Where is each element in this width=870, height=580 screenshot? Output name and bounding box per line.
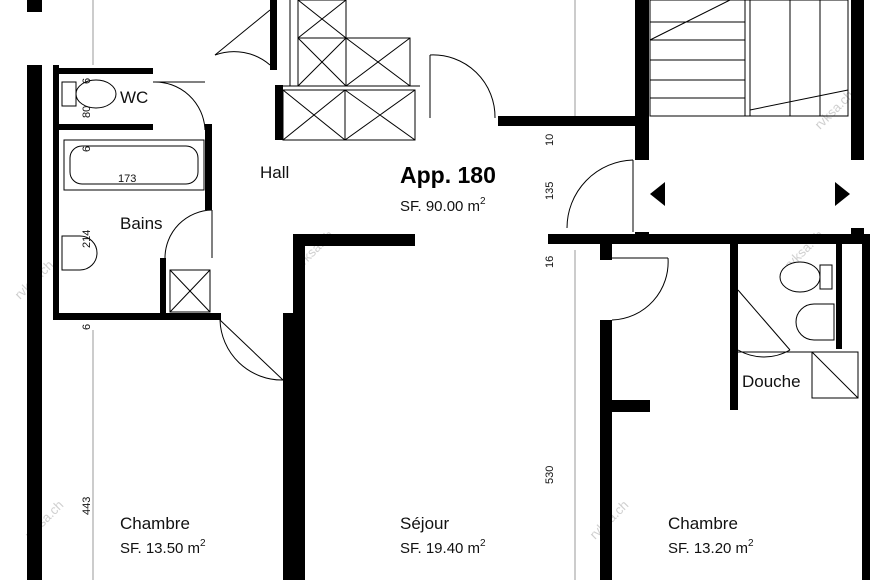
- apartment-title: App. 180: [400, 162, 496, 188]
- room-label-bains: Bains: [120, 214, 163, 233]
- doors: [152, 9, 791, 381]
- storage-cabinets: [169, 0, 420, 313]
- room-label-douche: Douche: [742, 372, 801, 391]
- dimension-label: 80: [81, 106, 93, 118]
- room-label-chambre-left: Chambre: [120, 514, 190, 533]
- watermark-text: rvksa.ch: [812, 87, 857, 132]
- room-label-sejour: Séjour: [400, 514, 449, 533]
- dimension-label: 530: [544, 466, 556, 484]
- dimension-label: 6: [81, 78, 93, 84]
- arrow-left-icon: [650, 182, 665, 206]
- apartment-area: SF. 90.00 m2: [400, 196, 486, 215]
- arrow-right-icon: [835, 182, 850, 206]
- room-label-chambre-right: Chambre: [668, 514, 738, 533]
- dimension-label: 173: [118, 173, 136, 185]
- fixtures: [61, 79, 859, 399]
- room-area-chambre-right: SF. 13.20 m2: [668, 538, 754, 557]
- dimension-label: 6: [81, 146, 93, 152]
- dimension-label: 443: [81, 497, 93, 515]
- staircase: [649, 0, 849, 117]
- dimension-guides: [92, 0, 576, 580]
- dimension-label: 16: [544, 256, 556, 268]
- room-area-sejour: SF. 19.40 m2: [400, 538, 486, 557]
- dimension-label: 214: [81, 230, 93, 248]
- dimension-label: 6: [81, 324, 93, 330]
- room-area-chambre-left: SF. 13.50 m2: [120, 538, 206, 557]
- room-label-hall: Hall: [260, 163, 289, 182]
- dimension-label: 135: [544, 182, 556, 200]
- dimension-label: 10: [544, 134, 556, 146]
- walls: [27, 0, 870, 580]
- room-label-wc: WC: [120, 88, 148, 107]
